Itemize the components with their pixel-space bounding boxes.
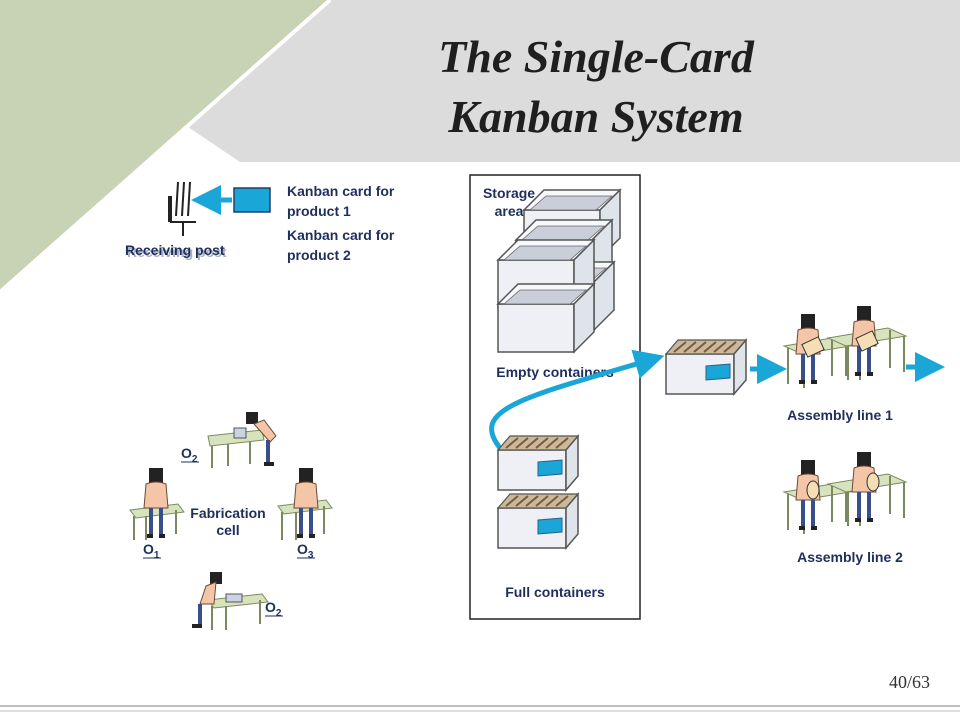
assembly-line-2-label: Assembly line 2 [797,549,903,565]
receiving-post-label-shadow: Receiving post [127,244,227,260]
receiving-post-icon [168,181,196,236]
fabrication-cell-label-line-2: cell [216,522,239,538]
full-containers-stack [497,435,579,549]
fabrication-table-o2-top [207,427,265,468]
full-containers-label: Full containers [505,584,605,600]
operator-o1-label: O1 [143,541,160,561]
operator-o1-figure [143,467,169,539]
assembly-line-2 [783,451,907,535]
full-to-assembly-arrow [489,349,665,450]
page-number: 40/63 [889,672,930,692]
receiving-post-label: Receiving post [125,242,225,258]
operator-o2-top-label: O2 [181,445,198,465]
kanban-card-icon [233,187,271,213]
assembly-line-1-label: Assembly line 1 [787,407,893,423]
header-band [0,0,960,294]
fabrication-cell [129,412,333,630]
kanban-card-2-label-line-1: Kanban card for [287,227,395,243]
fabrication-table-o2-bottom [207,593,269,630]
empty-containers-label: Empty containers [496,364,614,380]
operator-o3-figure [293,467,319,539]
title-line-2: Kanban System [447,91,743,142]
assembly-input-container [665,339,747,395]
storage-area-label-line-2: area [495,203,524,219]
operator-o2-bottom-label: O2 [265,599,282,619]
kanban-card-2-label-line-2: product 2 [287,247,351,263]
assembly-line-1 [783,305,907,389]
operator-o2-bottom-figure [192,572,222,628]
operator-o2-top-figure [246,412,277,466]
kanban-card-1-label-line-2: product 1 [287,203,351,219]
title-line-1: The Single-Card [438,31,755,82]
storage-area-frame [469,174,641,620]
kanban-card-1-label-line-1: Kanban card for [287,183,395,199]
footer-rule [0,705,960,712]
fabrication-table-o1 [129,503,185,540]
storage-area-label-line-1: Storage [483,185,535,201]
fabrication-cell-label-line-1: Fabrication [190,505,265,521]
operator-o3-label: O3 [297,541,314,561]
